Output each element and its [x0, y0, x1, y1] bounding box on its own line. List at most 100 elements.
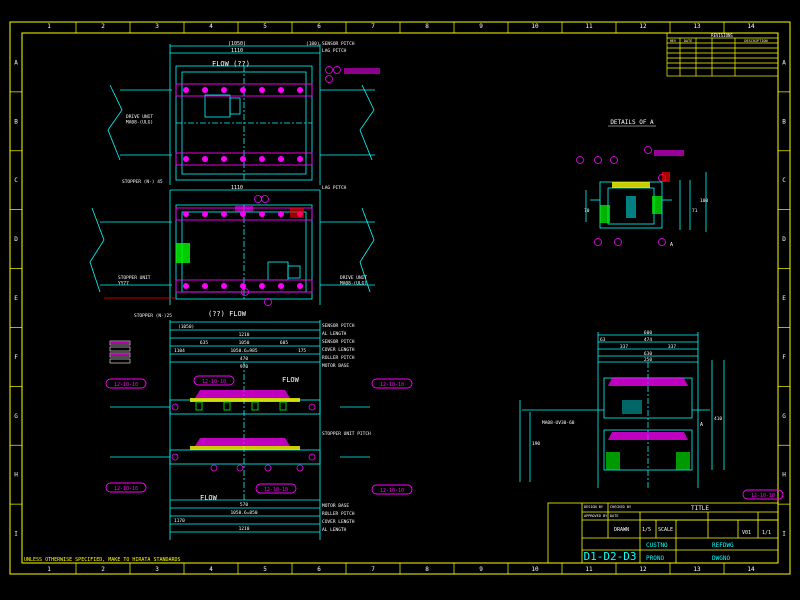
grid-col-label-top-9: 9: [479, 23, 483, 30]
side-dim-5: 605: [280, 340, 288, 346]
grid-col-label-bottom-10: 10: [531, 566, 539, 573]
top-view-2-lag-pitch: LAG PITCH: [322, 185, 347, 191]
title-refdwg: REFDWG: [712, 542, 734, 549]
title-drawing-no: D1-D2-D3: [584, 550, 637, 563]
grid-row-label-left-C: C: [14, 177, 18, 184]
grid-col-label-bottom-3: 3: [155, 566, 159, 573]
top-view-1-sensor-pitch: SENSOR PITCH: [322, 41, 355, 47]
title-field-1: DESIGN BY: [584, 505, 604, 509]
top-view-1-dim-2: 1110: [231, 48, 243, 54]
grid-row-label-left-A: A: [14, 59, 18, 66]
tag-right-2: 12-10-10: [380, 488, 404, 494]
end-view-dim-7: 250: [644, 357, 652, 363]
title-scale-label: SCALE: [658, 527, 673, 533]
top-view-1-stopper: STOPPER (N-) 45: [122, 179, 163, 185]
grid-col-label-bottom-9: 9: [479, 566, 483, 573]
top-view-1-dim-3: (180): [306, 41, 320, 47]
side-bdim-3: 1170: [174, 518, 185, 524]
detail-a-dim-1: 70: [584, 208, 590, 214]
grid-col-label-bottom-2: 2: [101, 566, 105, 573]
title-label: TITLE: [691, 505, 709, 512]
side-bdim-1: 570: [240, 502, 248, 508]
side-rl-3: SENSOR PITCH: [322, 339, 355, 345]
tag-end-view: 12-10-10: [751, 493, 775, 499]
grid-col-label-top-14: 14: [747, 23, 755, 30]
title-prono: PRONO: [646, 555, 664, 562]
side-rl-b2: ROLLER PITCH: [322, 511, 355, 517]
tag-bubbles: [105, 375, 784, 500]
side-rl-mid: STOPPER UNIT PITCH: [322, 431, 371, 437]
tag-right-1: 12-10-10: [380, 382, 404, 388]
grid-col-label-bottom-6: 6: [317, 566, 321, 573]
grid-col-label-bottom-5: 5: [263, 566, 267, 573]
grid-col-label-top-7: 7: [371, 23, 375, 30]
grid-col-label-bottom-14: 14: [747, 566, 755, 573]
tag-mid-1: 12-10-10: [202, 379, 226, 385]
end-view-dim-4: 337: [620, 344, 628, 350]
revision-table: [666, 32, 779, 77]
detail-a: DETAILS OF A 70 71 100 A: [576, 119, 708, 248]
side-rl-5: ROLLER PITCH: [322, 355, 355, 361]
title-dwgno: DWGNO: [712, 555, 730, 562]
end-view-motor: MA08-UV30-60: [542, 420, 575, 426]
detail-a-title: DETAILS OF A: [610, 119, 654, 126]
grid-row-label-right-G: G: [782, 413, 786, 420]
grid-row-label-left-H: H: [14, 472, 18, 479]
top-view-1: (1050) 1110 (180) SENSOR PITCH LAG PITCH…: [107, 41, 380, 185]
grid-row-label-right-D: D: [782, 236, 786, 243]
end-view-label: A: [700, 422, 703, 428]
grid-col-label-bottom-12: 12: [639, 566, 647, 573]
side-bdim-4: 1210: [239, 526, 250, 532]
top-view-1-flow: FLOW (??): [212, 60, 250, 68]
grid-row-label-left-G: G: [14, 413, 18, 420]
side-dim-2: 1210: [239, 332, 250, 338]
tag-left-2: 12-10-10: [114, 486, 138, 492]
general-notes: UNLESS OTHERWISE SPECIFIED, MAKE TO HIRA…: [24, 557, 181, 563]
revision-header-date: DATE: [684, 39, 692, 43]
grid-col-label-top-2: 2: [101, 23, 105, 30]
grid-row-label-left-D: D: [14, 236, 18, 243]
side-dim-9: 470: [240, 356, 248, 362]
side-rl-4: COVER LENGTH: [322, 347, 355, 353]
side-rl-b4: AL LENGTH: [322, 527, 347, 533]
side-dim-6: 1104: [174, 348, 185, 354]
side-rl-2: AL LENGTH: [322, 331, 347, 337]
end-view-dim-2: 63: [600, 337, 606, 343]
grid-row-label-left-F: F: [14, 354, 18, 361]
side-bdim-2: 1050.6=850: [230, 510, 257, 516]
top-view-2-dim: 1110: [231, 185, 243, 191]
grid-row-label-right-H: H: [782, 472, 786, 479]
grid-col-label-top-13: 13: [693, 23, 701, 30]
detail-a-dim-3: 100: [700, 198, 708, 204]
title-scale: 1/5: [642, 527, 651, 533]
detail-a-dim-2: 71: [692, 208, 698, 214]
tag-left-1: 12-10-10: [114, 382, 138, 388]
title-rev: V01: [742, 530, 751, 536]
grid-row-label-right-C: C: [782, 177, 786, 184]
top-view-2-stopper-label: STOPPER (N-)25: [134, 313, 172, 319]
side-dim-4: 1050: [239, 340, 250, 346]
end-view-dim-9: 190: [532, 441, 540, 447]
end-view: 600 63 474 337 337 630 250 410 190 MA08-…: [519, 330, 725, 488]
side-rl-b3: COVER LENGTH: [322, 519, 355, 525]
grid-row-label-right-A: A: [782, 59, 786, 66]
grid-col-label-top-1: 1: [47, 23, 51, 30]
side-dim-3: 635: [200, 340, 208, 346]
tag-mid-2: 12-10-10: [264, 487, 288, 493]
grid-row-label-right-I: I: [782, 531, 786, 538]
grid-col-label-top-10: 10: [531, 23, 539, 30]
side-flow-bottom: FLOW: [200, 494, 218, 502]
title-field-4: DATE: [610, 514, 618, 518]
end-view-dim-3: 474: [644, 337, 652, 343]
top-view-1-lag-pitch: LAG PITCH: [322, 48, 347, 54]
grid-col-label-top-3: 3: [155, 23, 159, 30]
detail-a-label: A: [670, 242, 673, 248]
side-dim-10: 970: [240, 364, 248, 370]
